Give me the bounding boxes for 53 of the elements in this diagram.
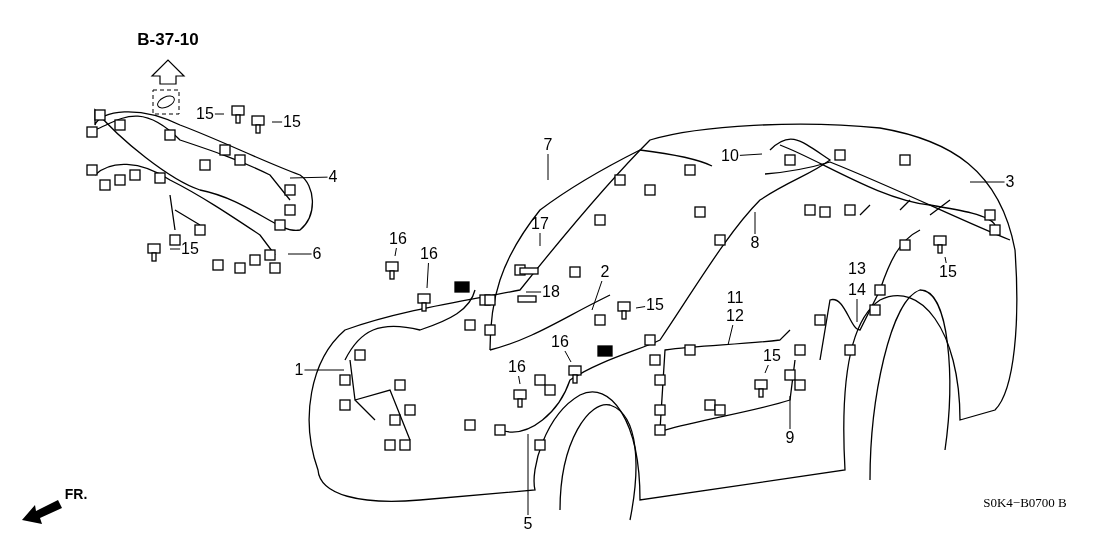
leader-line <box>564 350 572 363</box>
callout-number: 16 <box>419 245 439 263</box>
callout-number: 10 <box>720 147 740 165</box>
leader-line <box>764 364 769 374</box>
callout-number: 4 <box>327 168 339 186</box>
reference-code: B-37-10 <box>137 30 199 50</box>
callout-number: 11 <box>726 289 744 307</box>
leader-line <box>789 395 791 430</box>
leader-line <box>169 248 181 250</box>
callout-number: 16 <box>388 230 408 248</box>
callout-number: 1 <box>293 361 305 379</box>
leader-line <box>271 121 283 123</box>
leader-line <box>727 324 734 346</box>
leader-line <box>518 375 521 385</box>
callout-number: 16 <box>507 358 527 376</box>
leader-line <box>944 256 947 264</box>
callout-number: 13 <box>848 260 866 278</box>
leader-line <box>287 253 313 255</box>
leader-line <box>394 247 397 257</box>
callout-number: 8 <box>749 234 761 252</box>
callout-number: 14 <box>847 281 867 299</box>
leader-line <box>303 369 345 371</box>
leader-line <box>426 262 429 289</box>
leader-line <box>539 232 541 247</box>
callout-number: 15 <box>180 240 200 258</box>
leader-line <box>527 433 529 516</box>
callout-number: 18 <box>541 283 561 301</box>
leader-line <box>635 306 646 309</box>
direction-label: FR. <box>64 486 88 502</box>
leader-line <box>525 291 542 293</box>
leader-line <box>214 113 225 115</box>
callout-number: 2 <box>599 263 611 281</box>
leader-line <box>969 181 1006 183</box>
callout-number: 15 <box>195 105 215 123</box>
callout-number: 7 <box>542 136 554 154</box>
leader-line <box>547 153 549 181</box>
leader-line <box>739 153 763 156</box>
callout-number: 3 <box>1004 173 1016 191</box>
callout-number: 15 <box>645 296 665 314</box>
callout-number: 5 <box>522 515 534 533</box>
callout-number: 9 <box>784 429 796 447</box>
callout-number: 16 <box>550 333 570 351</box>
callout-number: 12 <box>725 307 745 325</box>
leader-line <box>754 211 756 235</box>
callout-number: 6 <box>311 245 323 263</box>
callout-number: 15 <box>938 263 958 281</box>
callout-number: 15 <box>762 347 782 365</box>
callout-number: 17 <box>530 215 550 233</box>
callout-number: 15 <box>282 113 302 131</box>
drawing-code: S0K4−B0700 B <box>983 495 1067 511</box>
leader-line <box>856 298 858 323</box>
leader-line <box>591 280 603 311</box>
leader-line <box>289 176 329 179</box>
